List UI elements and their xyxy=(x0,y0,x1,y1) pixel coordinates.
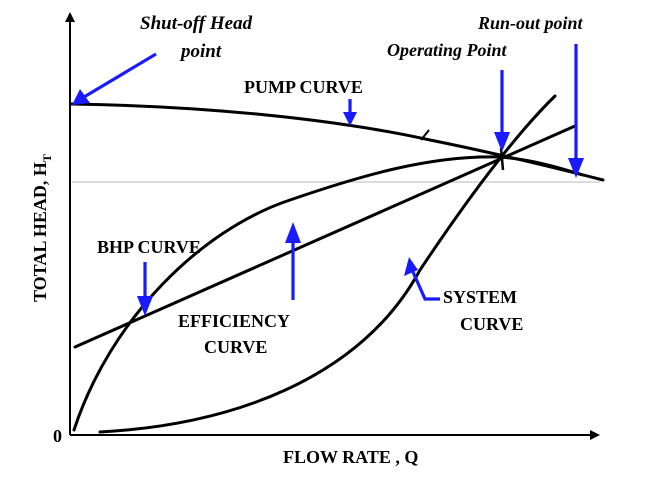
svg-text:TOTAL HEAD, HT: TOTAL HEAD, HT xyxy=(30,154,54,302)
system-curve-arrow xyxy=(411,271,440,301)
bhp-curve xyxy=(73,124,577,349)
y-axis-label-group: TOTAL HEAD, HT xyxy=(30,154,54,302)
system-curve xyxy=(98,94,557,434)
pump-curve-arrowhead xyxy=(343,112,357,126)
pump-curve xyxy=(70,102,605,182)
efficiency-curve-label-line2: CURVE xyxy=(204,337,267,357)
system-curve-arrowhead xyxy=(404,257,418,276)
x-axis-label: FLOW RATE , Q xyxy=(283,447,418,467)
origin-label: 0 xyxy=(53,426,62,446)
shutoff-arrowhead xyxy=(72,89,90,105)
y-axis-label: TOTAL HEAD, H xyxy=(30,162,50,302)
shutoff-label-line1: Shut-off Head xyxy=(140,13,253,34)
efficiency-curve-label-line1: EFFICIENCY xyxy=(178,311,290,331)
runout-label: Run-out point xyxy=(477,13,584,33)
operating-point-arrowhead xyxy=(494,132,510,152)
y-axis-label-subscript: T xyxy=(40,154,54,162)
pump-curve-label: PUMP CURVE xyxy=(244,77,363,97)
shutoff-arrow xyxy=(83,52,157,99)
pump-curve-tick xyxy=(420,129,430,141)
efficiency-curve-arrowhead xyxy=(285,222,301,243)
runout-arrowhead xyxy=(568,158,584,178)
bhp-curve-label: BHP CURVE xyxy=(97,237,201,257)
bhp-curve-arrowhead xyxy=(137,296,153,316)
efficiency-curve xyxy=(72,155,585,432)
system-curve-label-line1: SYSTEM xyxy=(443,287,517,307)
shutoff-label-line2: point xyxy=(179,41,222,62)
operating-point-label: Operating Point xyxy=(387,40,508,60)
system-curve-label-line2: CURVE xyxy=(460,314,523,334)
